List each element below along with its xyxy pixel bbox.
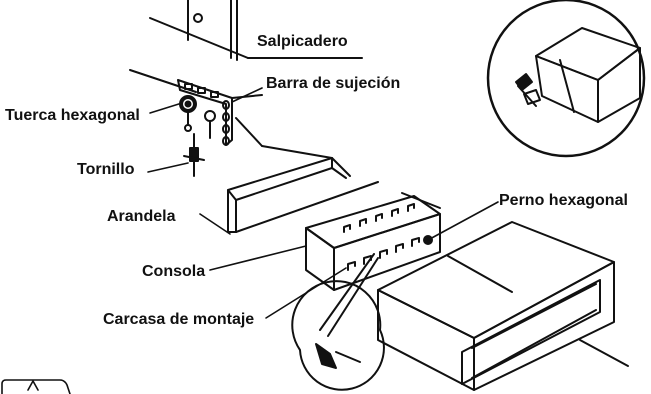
screw [183, 133, 205, 177]
label-arandela: Arandela [107, 208, 176, 225]
label-perno-hexagonal: Perno hexagonal [499, 192, 628, 209]
label-tuerca-hexagonal: Tuerca hexagonal [5, 107, 140, 124]
console [227, 145, 379, 233]
hex-nut [179, 95, 216, 139]
mounting-sleeve [305, 192, 441, 291]
label-carcasa-de-montaje: Carcasa de montaje [103, 311, 255, 328]
label-consola: Consola [142, 263, 206, 280]
label-salpicadero: Salpicadero [257, 33, 348, 50]
zoom-detail [486, 0, 646, 158]
dashboard-panel [149, 0, 363, 61]
label-tornillo: Tornillo [77, 161, 135, 178]
label-barra-de-sujecion: Barra de sujeción [266, 75, 401, 92]
leader-lines [147, 87, 499, 319]
fixing-bar [129, 69, 263, 147]
warning-symbol-partial [1, 379, 71, 394]
release-key-detail [291, 253, 385, 391]
radio-unit [377, 221, 629, 391]
